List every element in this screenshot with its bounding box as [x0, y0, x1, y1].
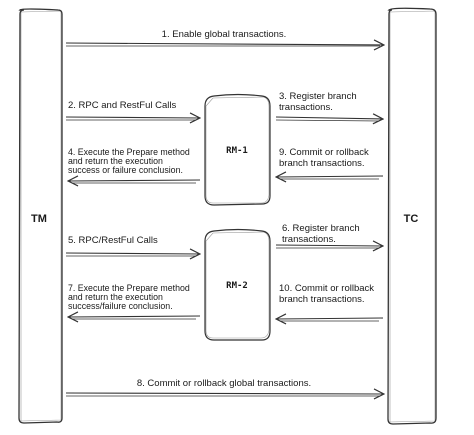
edge-1-label: 1. Enable global transactions. — [162, 29, 287, 40]
edge-7-prepare-result: 7. Execute the Prepare method and return… — [68, 283, 201, 319]
edge-3-register-branch: 3. Register branch transactions. — [275, 91, 383, 121]
edge-5-label: 5. RPC/RestFul Calls — [68, 235, 158, 246]
edge-7-label-line3: success/failure conclusion. — [68, 301, 173, 311]
edge-3-label-line1: 3. Register branch — [279, 91, 357, 102]
edge-4-label-line2: and return the execution — [68, 156, 163, 166]
edge-4-label-line1: 4. Execute the Prepare method — [68, 147, 190, 157]
edge-7-label-line1: 7. Execute the Prepare method — [68, 283, 190, 293]
edge-5-rpc-restful: 5. RPC/RestFul Calls — [65, 235, 200, 256]
edge-10-commit-rollback-branch: 10. Commit or rollback branch transactio… — [276, 283, 384, 321]
edge-4-label-line3: success or failure conclusion. — [68, 165, 183, 175]
edge-8-label: 8. Commit or rollback global transaction… — [137, 378, 311, 389]
edge-10-label-line2: branch transactions. — [279, 294, 365, 305]
edge-9-commit-rollback-branch: 9. Commit or rollback branch transaction… — [276, 147, 384, 179]
edge-6-register-branch: 6. Register branch transactions. — [275, 223, 383, 248]
edge-1-enable-global: 1. Enable global transactions. — [65, 29, 384, 46]
edge-4-prepare-result: 4. Execute the Prepare method and return… — [68, 147, 201, 183]
rm1-label: RM-1 — [226, 146, 248, 156]
edge-9-label-line1: 9. Commit or rollback — [279, 147, 369, 158]
tc-node: TC — [387, 7, 437, 425]
edge-7-label-line2: and return the execution — [68, 292, 163, 302]
edge-2-rpc-calls: 2. RPC and RestFul Calls — [65, 100, 200, 120]
rm2-node: RM-2 — [204, 228, 271, 341]
rm1-node: RM-1 — [204, 93, 271, 206]
edge-2-label: 2. RPC and RestFul Calls — [68, 100, 176, 111]
rm2-label: RM-2 — [226, 281, 248, 291]
edge-6-label-line1: 6. Register branch — [282, 223, 360, 234]
tc-label: TC — [404, 213, 419, 225]
edge-8-commit-rollback-global: 8. Commit or rollback global transaction… — [65, 378, 384, 396]
edge-9-label-line2: branch transactions. — [279, 158, 365, 169]
tm-label: TM — [31, 213, 47, 225]
edge-6-label-line2: transactions. — [282, 234, 336, 245]
edge-3-label-line2: transactions. — [279, 102, 333, 113]
edge-10-label-line1: 10. Commit or rollback — [279, 283, 374, 294]
tm-node: TM — [18, 8, 63, 424]
